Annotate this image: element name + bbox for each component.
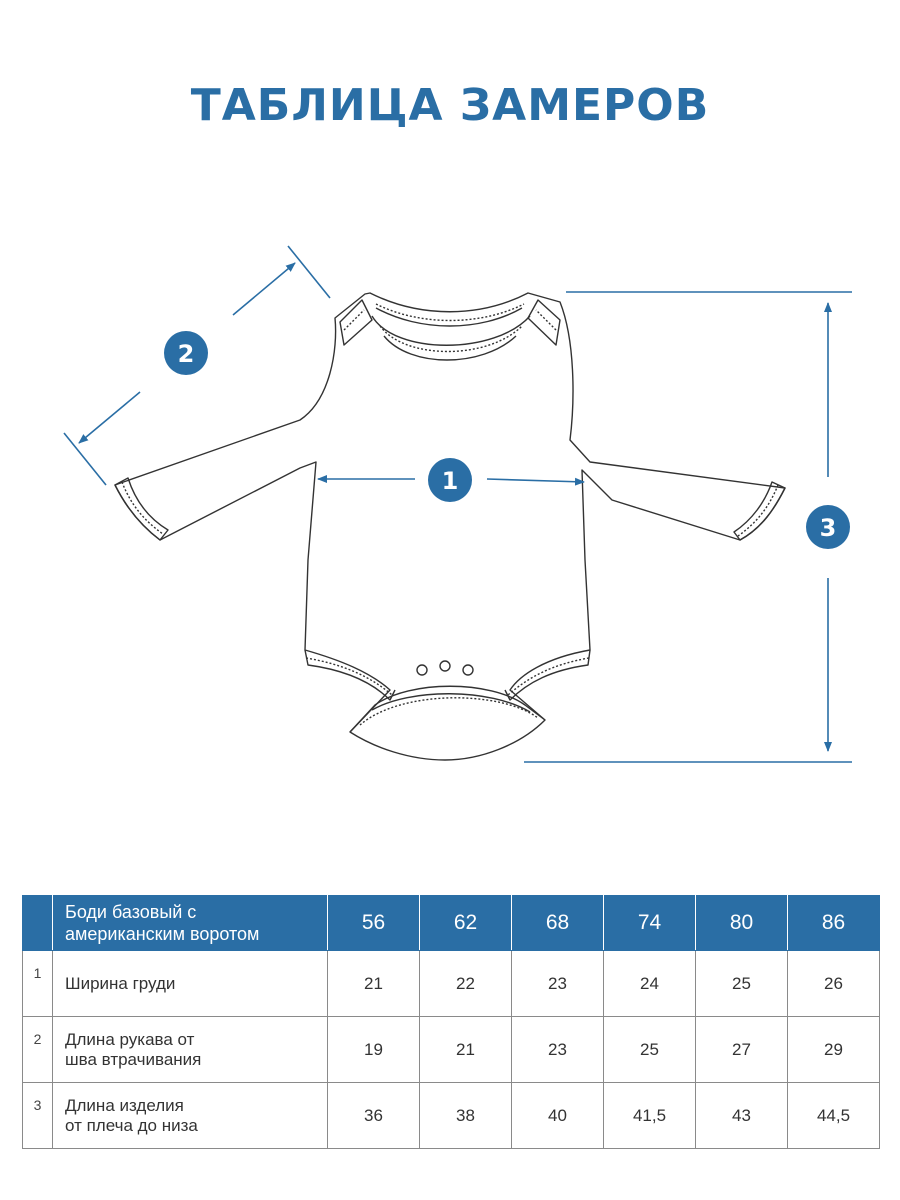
parameter-name: Длина рукава от шва втрачивания <box>52 1016 328 1083</box>
chest-width-measure <box>317 475 585 486</box>
size-header: 86 <box>787 895 880 951</box>
size-header: 62 <box>419 895 512 951</box>
collar-inner <box>375 307 523 327</box>
size-header: 56 <box>327 895 420 951</box>
value-cell: 25 <box>603 1016 696 1083</box>
value-cell: 40 <box>511 1082 604 1149</box>
product-name-line: Боди базовый с <box>65 902 197 922</box>
header-number-cell <box>22 895 53 951</box>
parameter-name-line: Ширина груди <box>65 973 176 993</box>
parameter-name-line: шва втрачивания <box>65 1049 202 1069</box>
snap-button <box>416 664 428 676</box>
marker-2-label: 2 <box>178 340 195 368</box>
bodysuit-illustration <box>114 292 786 761</box>
parameter-name-line: Длина изделия <box>65 1095 184 1115</box>
value-cell: 26 <box>787 950 880 1017</box>
value-cell: 29 <box>787 1016 880 1083</box>
page-title: ТАБЛИЦА ЗАМЕРОВ <box>190 80 710 131</box>
measurement-diagram: 1 2 3 <box>0 220 900 800</box>
table-row: 1 Ширина груди 21 22 23 24 25 26 <box>22 950 880 1017</box>
value-cell: 25 <box>695 950 788 1017</box>
value-cell: 43 <box>695 1082 788 1149</box>
parameter-name-line: от плеча до низа <box>65 1115 198 1135</box>
value-cell: 21 <box>419 1016 512 1083</box>
size-header: 74 <box>603 895 696 951</box>
value-cell: 22 <box>419 950 512 1017</box>
garment-length-measure <box>524 291 852 763</box>
row-number: 3 <box>22 1082 53 1149</box>
sleeve-length-measure <box>63 245 331 486</box>
marker-2-badge: 2 <box>164 331 208 375</box>
snap-button <box>462 664 474 676</box>
row-number: 1 <box>22 950 53 1017</box>
size-table: Боди базовый с американским воротом 56 6… <box>22 895 880 1149</box>
table-row: 2 Длина рукава от шва втрачивания 19 21 … <box>22 1016 880 1083</box>
table-row: 3 Длина изделия от плеча до низа 36 38 4… <box>22 1082 880 1149</box>
snap-button <box>439 660 451 672</box>
value-cell: 24 <box>603 950 696 1017</box>
value-cell: 38 <box>419 1082 512 1149</box>
product-name-header: Боди базовый с американским воротом <box>52 895 328 951</box>
value-cell: 21 <box>327 950 420 1017</box>
size-header: 68 <box>511 895 604 951</box>
crotch-flap <box>349 685 546 733</box>
marker-1-label: 1 <box>442 467 459 495</box>
value-cell: 19 <box>327 1016 420 1083</box>
left-cuff <box>114 477 169 541</box>
value-cell: 41,5 <box>603 1082 696 1149</box>
right-cuff <box>733 481 786 541</box>
value-cell: 36 <box>327 1082 420 1149</box>
size-header: 80 <box>695 895 788 951</box>
bodysuit-outline <box>114 292 786 761</box>
value-cell: 23 <box>511 950 604 1017</box>
marker-1-badge: 1 <box>428 458 472 502</box>
parameter-name: Длина изделия от плеча до низа <box>52 1082 328 1149</box>
marker-3-label: 3 <box>820 514 837 542</box>
row-number: 2 <box>22 1016 53 1083</box>
table-header-row: Боди базовый с американским воротом 56 6… <box>22 895 880 951</box>
value-cell: 23 <box>511 1016 604 1083</box>
parameter-name-line: Длина рукава от <box>65 1029 195 1049</box>
value-cell: 44,5 <box>787 1082 880 1149</box>
marker-3-badge: 3 <box>806 505 850 549</box>
parameter-name: Ширина груди <box>52 950 328 1017</box>
value-cell: 27 <box>695 1016 788 1083</box>
product-name-line: американским воротом <box>65 924 260 944</box>
